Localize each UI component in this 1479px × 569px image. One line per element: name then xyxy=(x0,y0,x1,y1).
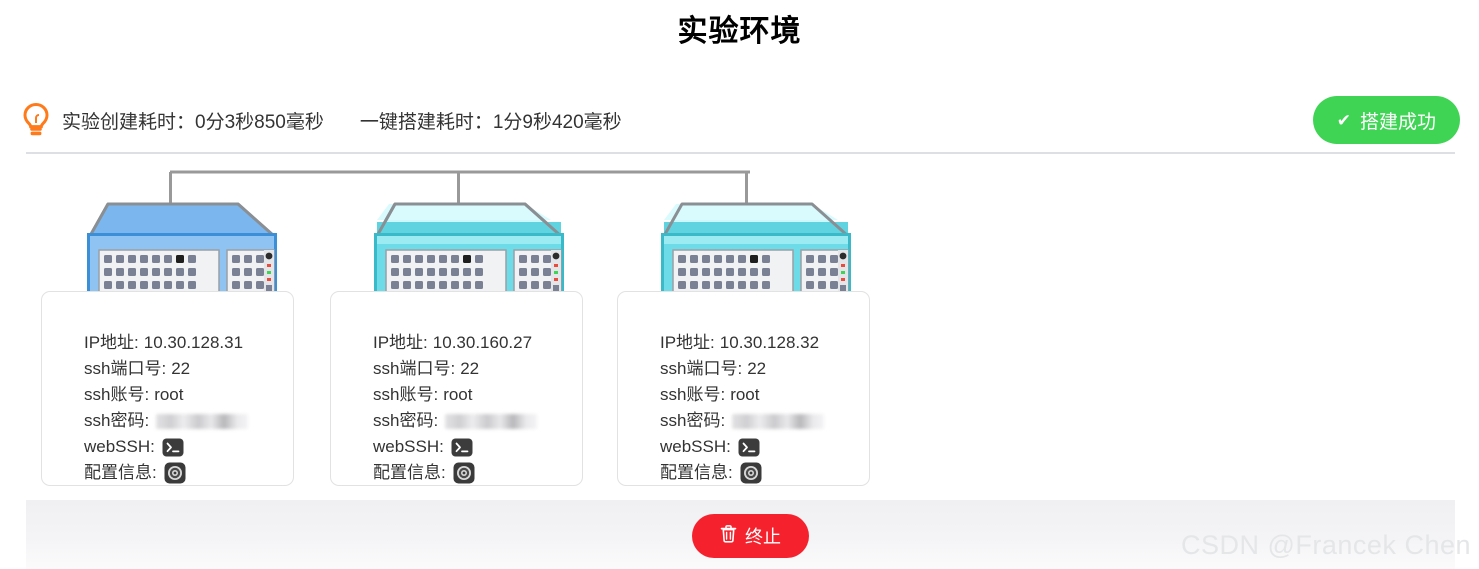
config-row: 配置信息: xyxy=(84,460,248,486)
ip-row: IP地址: 10.30.160.27 xyxy=(373,330,537,356)
terminal-icon[interactable] xyxy=(738,438,760,457)
watermark: CSDN @Francek Chen xyxy=(1181,530,1471,560)
ssh-port-row: ssh端口号: 22 xyxy=(84,356,248,382)
topology-connector-lines xyxy=(169,170,750,208)
terminate-button[interactable]: 终止 xyxy=(692,514,809,558)
footer-bar: 终止 xyxy=(26,500,1455,569)
server-info-list: IP地址: 10.30.128.32 ssh端口号: 22 ssh账号: roo… xyxy=(660,330,825,486)
terminal-icon[interactable] xyxy=(162,438,184,457)
ssh-user-row: ssh账号: root xyxy=(660,382,824,408)
ip-row: IP地址: 10.30.128.32 xyxy=(660,330,824,356)
ssh-port-value: 22 xyxy=(171,359,191,378)
info-bar-texts: 实验创建耗时：0分3秒850毫秒 一键搭建耗时：1分9秒420毫秒 xyxy=(62,107,622,134)
ip-value: 10.30.128.31 xyxy=(143,333,244,352)
ssh-password-masked-value[interactable] xyxy=(732,413,825,429)
server-info-list: IP地址: 10.30.128.31 ssh端口号: 22 ssh账号: roo… xyxy=(84,330,249,486)
ip-label: IP地址: xyxy=(373,333,428,352)
webssh-label: webSSH: xyxy=(84,437,155,456)
build-status-button[interactable]: ✔ 搭建成功 xyxy=(1312,96,1460,144)
info-bar: 实验创建耗时：0分3秒850毫秒 一键搭建耗时：1分9秒420毫秒 xyxy=(0,88,1479,152)
gear-disc-icon[interactable] xyxy=(164,462,186,484)
ssh-password-row: ssh密码: xyxy=(373,408,538,434)
ssh-user-value: root xyxy=(443,385,473,404)
ssh-port-label: ssh端口号: xyxy=(373,359,456,378)
ssh-user-row: ssh账号: root xyxy=(84,382,248,408)
ssh-user-label: ssh账号: xyxy=(373,385,439,404)
ip-row: IP地址: 10.30.128.31 xyxy=(84,330,248,356)
ip-label: IP地址: xyxy=(84,333,139,352)
ssh-password-masked-value[interactable] xyxy=(445,413,538,429)
config-label: 配置信息: xyxy=(373,463,446,482)
ssh-port-row: ssh端口号: 22 xyxy=(660,356,824,382)
ip-value: 10.30.128.32 xyxy=(719,333,820,352)
terminal-icon[interactable] xyxy=(451,438,473,457)
config-row: 配置信息: xyxy=(373,460,537,486)
ip-label: IP地址: xyxy=(660,333,715,352)
ssh-port-value: 22 xyxy=(747,359,767,378)
ip-value: 10.30.160.27 xyxy=(432,333,533,352)
page-title: 实验环境 xyxy=(677,15,802,48)
ssh-password-row: ssh密码: xyxy=(660,408,825,434)
webssh-row: webSSH: xyxy=(660,434,824,460)
terminate-label: 终止 xyxy=(745,527,781,547)
trash-icon xyxy=(720,524,737,548)
gear-disc-icon[interactable] xyxy=(453,462,475,484)
build-status-label: 搭建成功 xyxy=(1359,111,1436,133)
config-label: 配置信息: xyxy=(660,463,733,482)
ssh-port-row: ssh端口号: 22 xyxy=(373,356,537,382)
ssh-user-row: ssh账号: root xyxy=(373,382,537,408)
ssh-password-label: ssh密码: xyxy=(84,411,150,430)
server-card: IP地址: 10.30.128.32 ssh端口号: 22 ssh账号: roo… xyxy=(617,291,870,486)
webssh-label: webSSH: xyxy=(660,437,731,456)
ssh-port-label: ssh端口号: xyxy=(84,359,167,378)
server-info-list: IP地址: 10.30.160.27 ssh端口号: 22 ssh账号: roo… xyxy=(373,330,538,486)
ssh-password-label: ssh密码: xyxy=(373,411,439,430)
webssh-row: webSSH: xyxy=(373,434,537,460)
ssh-password-masked-value[interactable] xyxy=(156,413,249,429)
ssh-user-value: root xyxy=(154,385,184,404)
build-time-text: 一键搭建耗时：1分9秒420毫秒 xyxy=(359,111,622,133)
config-row: 配置信息: xyxy=(660,460,824,486)
ssh-user-label: ssh账号: xyxy=(84,385,150,404)
ssh-port-label: ssh端口号: xyxy=(660,359,743,378)
server-card: IP地址: 10.30.128.31 ssh端口号: 22 ssh账号: roo… xyxy=(41,291,294,486)
ssh-user-value: root xyxy=(730,385,760,404)
check-icon: ✔ xyxy=(1336,110,1351,130)
create-time-text: 实验创建耗时：0分3秒850毫秒 xyxy=(62,111,324,133)
ssh-password-row: ssh密码: xyxy=(84,408,249,434)
webssh-row: webSSH: xyxy=(84,434,248,460)
gear-disc-icon[interactable] xyxy=(740,462,762,484)
topology-diagram: IP地址: 10.30.128.31 ssh端口号: 22 ssh账号: roo… xyxy=(0,156,1479,500)
webssh-label: webSSH: xyxy=(373,437,444,456)
lightbulb-icon xyxy=(20,102,52,138)
ssh-password-label: ssh密码: xyxy=(660,411,726,430)
config-label: 配置信息: xyxy=(84,463,157,482)
header-divider xyxy=(26,152,1455,154)
server-card: IP地址: 10.30.160.27 ssh端口号: 22 ssh账号: roo… xyxy=(330,291,583,486)
ssh-port-value: 22 xyxy=(460,359,480,378)
ssh-user-label: ssh账号: xyxy=(660,385,726,404)
